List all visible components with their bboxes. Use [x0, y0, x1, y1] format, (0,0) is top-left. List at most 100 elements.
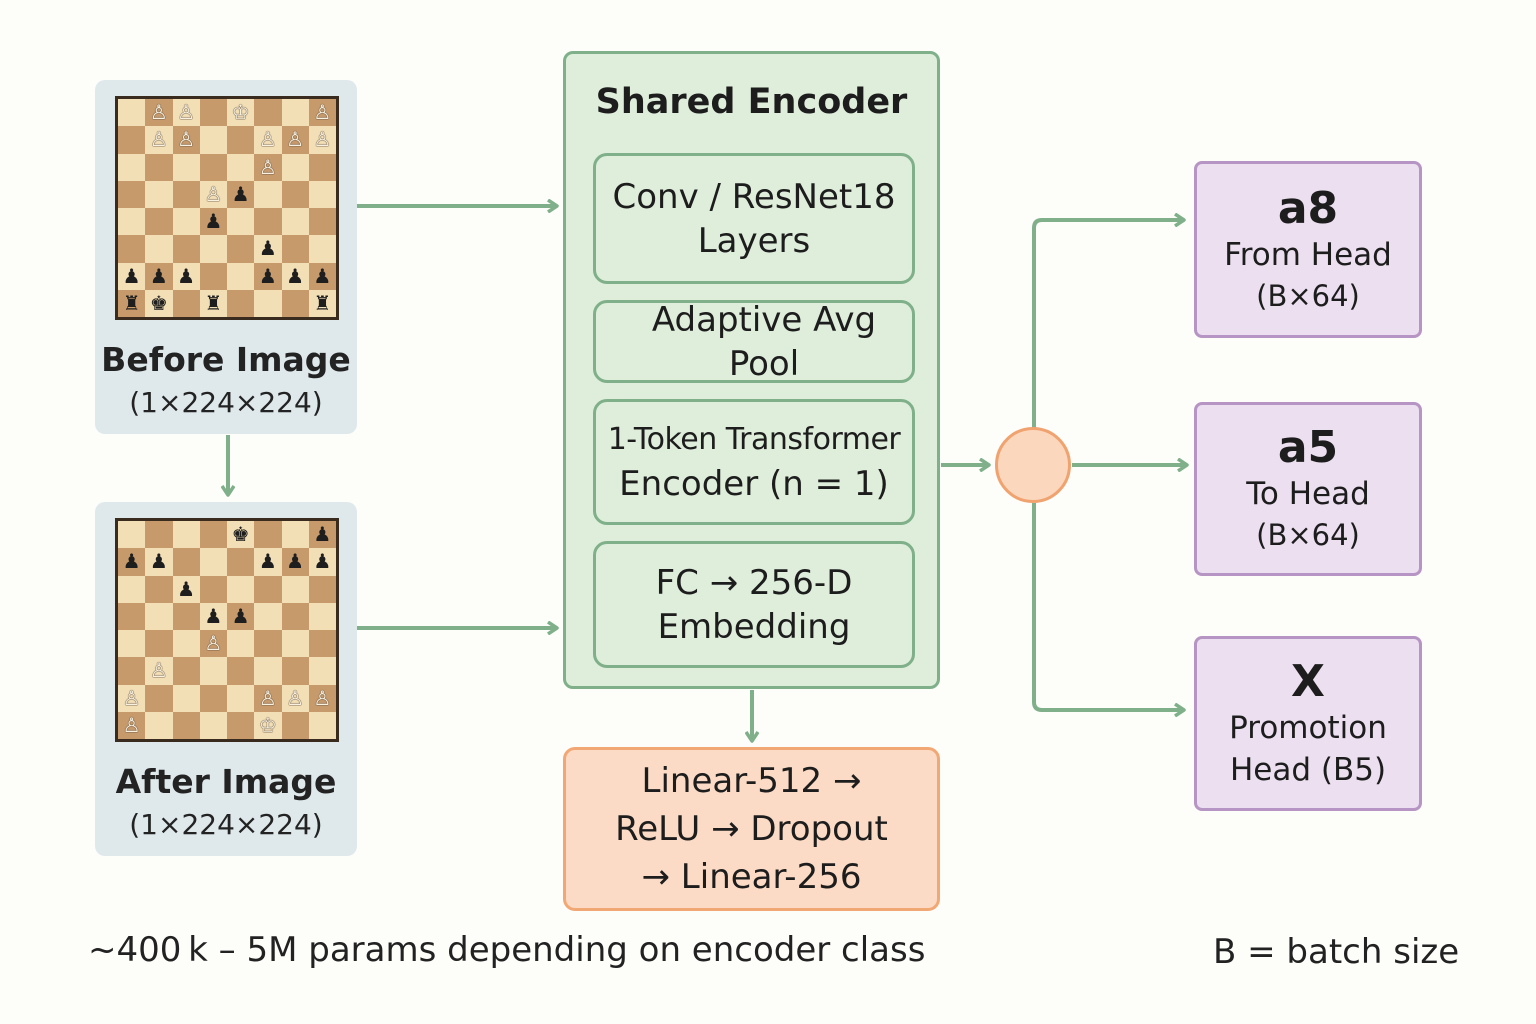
- board-square: [118, 99, 146, 127]
- black-king-icon: ♚: [231, 522, 250, 546]
- after-chessboard: ♚♟♟♟♟♟♟♟♟♟♙♙♙♙♙♙♙♔: [115, 518, 339, 742]
- board-square: [172, 711, 200, 739]
- board-square: [172, 575, 200, 603]
- board-square: [118, 630, 146, 658]
- board-square: [227, 711, 255, 739]
- white-pawn-icon: ♙: [313, 685, 332, 710]
- fc-embedding-line-2: Embedding: [657, 606, 851, 647]
- board-square: [145, 289, 173, 317]
- from-head-name: From Head: [1224, 236, 1392, 273]
- board-square: [199, 126, 227, 154]
- board-square: [254, 289, 282, 317]
- board-square: [254, 153, 282, 181]
- board-square: [281, 208, 309, 236]
- board-square: [145, 126, 173, 154]
- mlp-block: Linear-512 → ReLU → Dropout → Linear-256: [563, 747, 940, 911]
- board-square: [254, 548, 282, 576]
- black-pawn-icon: ♟: [313, 522, 332, 546]
- board-square: [281, 657, 309, 685]
- board-square: [118, 602, 146, 630]
- from-head-symbol: a8: [1277, 182, 1339, 234]
- white-pawn-icon: ♙: [258, 685, 277, 710]
- board-square: [254, 630, 282, 658]
- board-square: [118, 126, 146, 154]
- board-square: [281, 630, 309, 658]
- board-square: [281, 126, 309, 154]
- white-pawn-icon: ♙: [149, 127, 168, 152]
- board-square: [199, 548, 227, 576]
- fc-embedding-line-1: FC → 256-D: [655, 562, 853, 603]
- board-square: [308, 684, 336, 712]
- board-square: [254, 208, 282, 236]
- board-square: [172, 684, 200, 712]
- board-square: [308, 657, 336, 685]
- board-square: [308, 630, 336, 658]
- board-square: [172, 521, 200, 549]
- board-square: [172, 262, 200, 290]
- board-square: [281, 521, 309, 549]
- board-square: [254, 657, 282, 685]
- promotion-head-name: Promotion: [1229, 709, 1387, 746]
- transformer-encoder-layer: 1-Token Transformer Encoder (n = 1): [593, 399, 915, 525]
- black-pawn-icon: ♟: [204, 209, 223, 233]
- board-square: [172, 602, 200, 630]
- white-king-icon: ♔: [231, 100, 250, 124]
- shared-encoder-title: Shared Encoder: [595, 82, 908, 122]
- board-square: [308, 575, 336, 603]
- board-square: [145, 262, 173, 290]
- board-square: [172, 208, 200, 236]
- board-square: [227, 630, 255, 658]
- black-pawn-icon: ♟: [204, 603, 223, 628]
- board-square: [172, 289, 200, 317]
- board-square: [172, 99, 200, 127]
- black-rook-icon: ♜: [204, 290, 223, 315]
- board-square: [118, 657, 146, 685]
- black-pawn-icon: ♟: [231, 181, 250, 206]
- white-pawn-icon: ♙: [258, 127, 277, 152]
- board-square: [281, 99, 309, 127]
- board-square: [118, 575, 146, 603]
- black-pawn-icon: ♟: [258, 549, 277, 574]
- board-square: [281, 289, 309, 317]
- adaptive-avg-pool-line-1: Adaptive Avg Pool: [651, 299, 877, 384]
- black-pawn-icon: ♟: [149, 549, 168, 574]
- board-square: [118, 180, 146, 208]
- promotion-head-shape: Head (B5): [1229, 751, 1387, 788]
- board-square: [308, 126, 336, 154]
- board-square: [172, 235, 200, 263]
- white-pawn-icon: ♙: [313, 127, 332, 152]
- before-image-title: Before Image: [101, 340, 351, 379]
- board-square: [145, 684, 173, 712]
- board-square: [118, 235, 146, 263]
- white-king-icon: ♔: [258, 712, 277, 737]
- after-image-title: After Image: [115, 762, 337, 801]
- promotion-head-box: X Promotion Head (B5): [1194, 636, 1422, 811]
- board-square: [281, 575, 309, 603]
- to-head-symbol: a5: [1277, 422, 1339, 473]
- from-head-shape: (B×64): [1256, 278, 1360, 313]
- board-square: [254, 126, 282, 154]
- white-pawn-icon: ♙: [177, 100, 196, 124]
- board-square: [227, 208, 255, 236]
- to-head-name: To Head: [1246, 476, 1370, 512]
- transformer-line-1: 1-Token Transformer: [607, 422, 901, 457]
- black-pawn-icon: ♟: [177, 576, 196, 601]
- board-square: [118, 289, 146, 317]
- board-square: [308, 548, 336, 576]
- board-square: [281, 684, 309, 712]
- board-square: [199, 684, 227, 712]
- board-square: [199, 262, 227, 290]
- white-pawn-icon: ♙: [286, 127, 305, 152]
- board-square: [254, 684, 282, 712]
- from-head-box: a8 From Head (B×64): [1194, 161, 1422, 338]
- board-square: [145, 548, 173, 576]
- board-square: [118, 684, 146, 712]
- board-square: [145, 99, 173, 127]
- board-square: [118, 521, 146, 549]
- board-square: [199, 521, 227, 549]
- black-pawn-icon: ♟: [177, 263, 196, 288]
- board-square: [145, 711, 173, 739]
- board-square: [281, 602, 309, 630]
- board-square: [308, 235, 336, 263]
